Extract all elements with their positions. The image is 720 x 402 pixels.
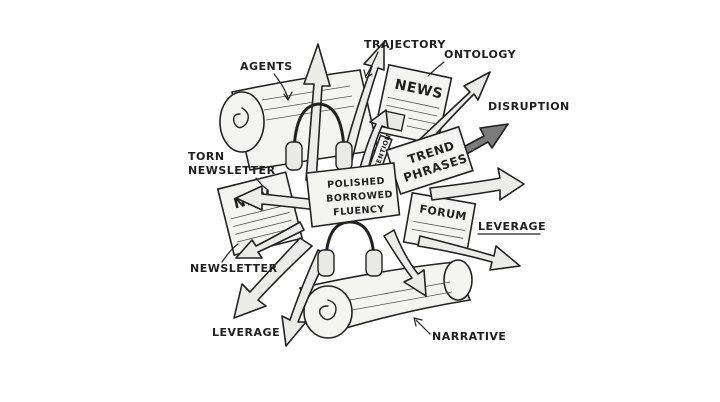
label-newsletter: NEWSLETTER [190,262,278,275]
center-line-2: BORROWED [326,189,393,205]
arrow-up-1 [303,43,331,183]
label-leverage-right: LEVERAGE [478,220,546,233]
arrow-down-left-1 [233,237,313,319]
label-disruption: DISRUPTION [488,100,570,113]
label-leverage-left: LEVERAGE [212,326,280,339]
label-ontology: ONTOLOGY [444,48,517,61]
arrow-down-right [383,229,427,297]
arrow-left-down [235,221,305,259]
arrow-burst [233,41,525,347]
arrow-small-up [359,109,389,171]
arrow-down-left-2 [281,249,329,347]
newspaper-left: NEW [216,171,304,257]
label-agents: AGENTS [240,60,293,73]
label-torn-1: TORN [188,150,225,163]
label-torn-2: NEWSLETTER [188,164,276,177]
trend-phrases-sign: TREND PHRASES [385,125,474,196]
headphones-top-icon [285,102,353,171]
center-line-1: POLISHED [327,176,385,191]
center-sign: POLISHED BORROWED FLUENCY [305,162,401,228]
callout-labels: AGENTS TRAJECTORY ONTOLOGY DISRUPTION TO… [188,38,570,343]
scroll-bottom [298,259,473,339]
headphones-bottom-icon [317,220,383,277]
arrow-right-2 [417,235,521,271]
center-line-3: FLUENCY [333,204,385,219]
arrow-left [235,185,319,211]
arrow-right-1 [429,167,525,201]
label-narrative: NARRATIVE [432,330,506,343]
label-trajectory: TRAJECTORY [364,38,446,51]
